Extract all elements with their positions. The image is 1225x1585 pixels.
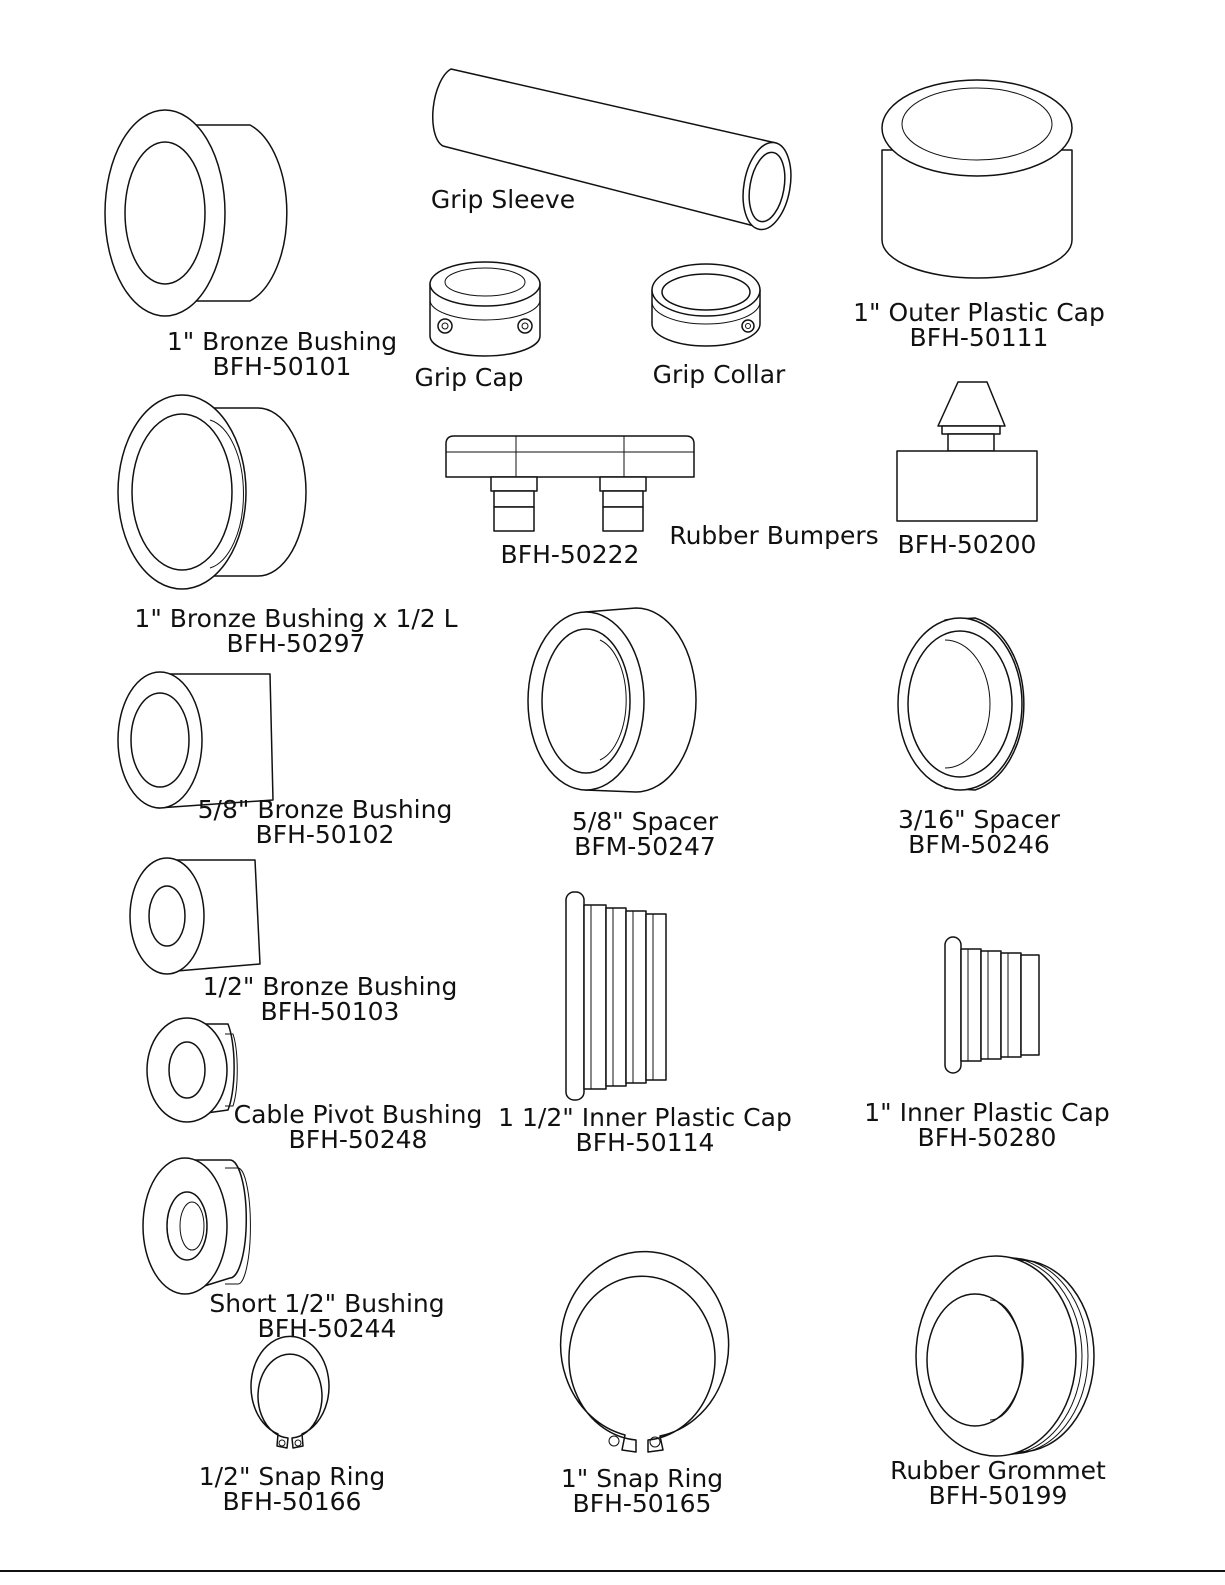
grip-sleeve-label: Grip Sleeve [431,187,575,212]
inner-plastic-cap-1-1-2-label: 1 1/2" Inner Plastic Cap BFH-50114 [498,1105,792,1155]
spacer-5-8-label: 5/8" Spacer BFM-50247 [572,809,718,859]
rubber-grommet-label: Rubber Grommet BFH-50199 [890,1458,1106,1508]
grip-cap-drawing [429,261,541,357]
grip-collar-drawing [651,263,761,347]
inner-plastic-cap-1-1-2-drawing [565,891,667,1101]
outer-plastic-cap-1-drawing [881,79,1073,279]
part-name: Short 1/2" Bushing [209,1289,445,1318]
part-name: Grip Collar [652,360,786,389]
short-bushing-1-2-label: Short 1/2" Bushing BFH-50244 [209,1291,444,1341]
part-name: Grip Sleeve [430,185,576,214]
part-name: 3/16" Spacer [897,805,1061,834]
part-code: BFH-50244 [257,1314,397,1343]
part-code: BFH-50248 [288,1125,428,1154]
part-code: BFH-50103 [260,997,400,1026]
part-name: Cable Pivot Bushing [233,1100,483,1129]
bronze-bushing-1-drawing [104,109,288,317]
part-code: BFH-50166 [222,1487,362,1516]
bronze-bushing-1-2-drawing [129,857,261,975]
part-code: BFH-50199 [928,1481,1068,1510]
bronze-bushing-1-label: 1" Bronze Bushing BFH-50101 [167,329,397,379]
rubber-bumper-50200-drawing [896,381,1038,522]
part-code: BFH-50222 [500,540,640,569]
part-name: 1" Outer Plastic Cap [853,298,1105,327]
inner-plastic-cap-1-label: 1" Inner Plastic Cap BFH-50280 [864,1100,1109,1150]
outer-plastic-cap-1-label: 1" Outer Plastic Cap BFH-50111 [853,300,1105,350]
bronze-bushing-5-8-drawing [117,671,274,809]
bronze-bushing-1-2-label: 1/2" Bronze Bushing BFH-50103 [203,974,458,1024]
inner-plastic-cap-1-drawing [944,936,1040,1074]
part-name: 1/2" Bronze Bushing [202,972,458,1001]
part-code: BFM-50247 [574,832,716,861]
grip-sleeve-drawing [432,68,792,231]
part-name: 5/8" Spacer [571,807,719,836]
rubber-bumpers-label: Rubber Bumpers [669,523,878,548]
part-name: 5/8" Bronze Bushing [197,795,453,824]
part-code: BFH-50200 [897,530,1037,559]
part-code: BFH-50111 [909,323,1049,352]
snap-ring-1-drawing [559,1250,730,1453]
cable-pivot-bushing-drawing [146,1017,238,1123]
rubber-grommet-drawing [915,1255,1095,1457]
part-name: 1" Bronze Bushing [166,327,398,356]
snap-ring-1-label: 1" Snap Ring BFH-50165 [561,1466,723,1516]
rubber-bumper-50200-code-label: BFH-50200 [898,532,1037,557]
part-name: Rubber Bumpers [669,521,879,550]
part-code: BFH-50280 [917,1123,1057,1152]
short-bushing-1-2-drawing [142,1157,251,1295]
snap-ring-1-2-drawing [250,1335,330,1449]
part-name: 1" Bronze Bushing x 1/2 L [134,604,458,633]
bronze-bushing-1-half-l-label: 1" Bronze Bushing x 1/2 L BFH-50297 [134,606,457,656]
rubber-bumper-50222-drawing [445,435,695,532]
bronze-bushing-1-half-l-drawing [117,394,307,590]
part-name: 1 1/2" Inner Plastic Cap [498,1103,792,1132]
part-name: Grip Cap [414,363,524,392]
part-name: 1/2" Snap Ring [198,1462,386,1491]
part-code: BFH-50114 [575,1128,715,1157]
grip-collar-label: Grip Collar [653,362,786,387]
part-code: BFM-50246 [908,830,1050,859]
part-code: BFH-50165 [572,1489,712,1518]
part-name: 1" Inner Plastic Cap [864,1098,1110,1127]
part-code: BFH-50102 [255,820,395,849]
cable-pivot-bushing-label: Cable Pivot Bushing BFH-50248 [234,1102,483,1152]
snap-ring-1-2-label: 1/2" Snap Ring BFH-50166 [199,1464,386,1514]
spacer-3-16-label: 3/16" Spacer BFM-50246 [898,807,1060,857]
grip-cap-label: Grip Cap [414,365,523,390]
part-name: 1" Snap Ring [560,1464,724,1493]
part-name: Rubber Grommet [890,1456,1106,1485]
bronze-bushing-5-8-label: 5/8" Bronze Bushing BFH-50102 [198,797,453,847]
part-code: BFH-50101 [212,352,352,381]
spacer-5-8-drawing [527,607,697,793]
rubber-bumper-50222-code-label: BFH-50222 [501,542,640,567]
part-code: BFH-50297 [226,629,366,658]
spacer-3-16-drawing [897,617,1025,791]
bottom-rule [0,1570,1225,1572]
